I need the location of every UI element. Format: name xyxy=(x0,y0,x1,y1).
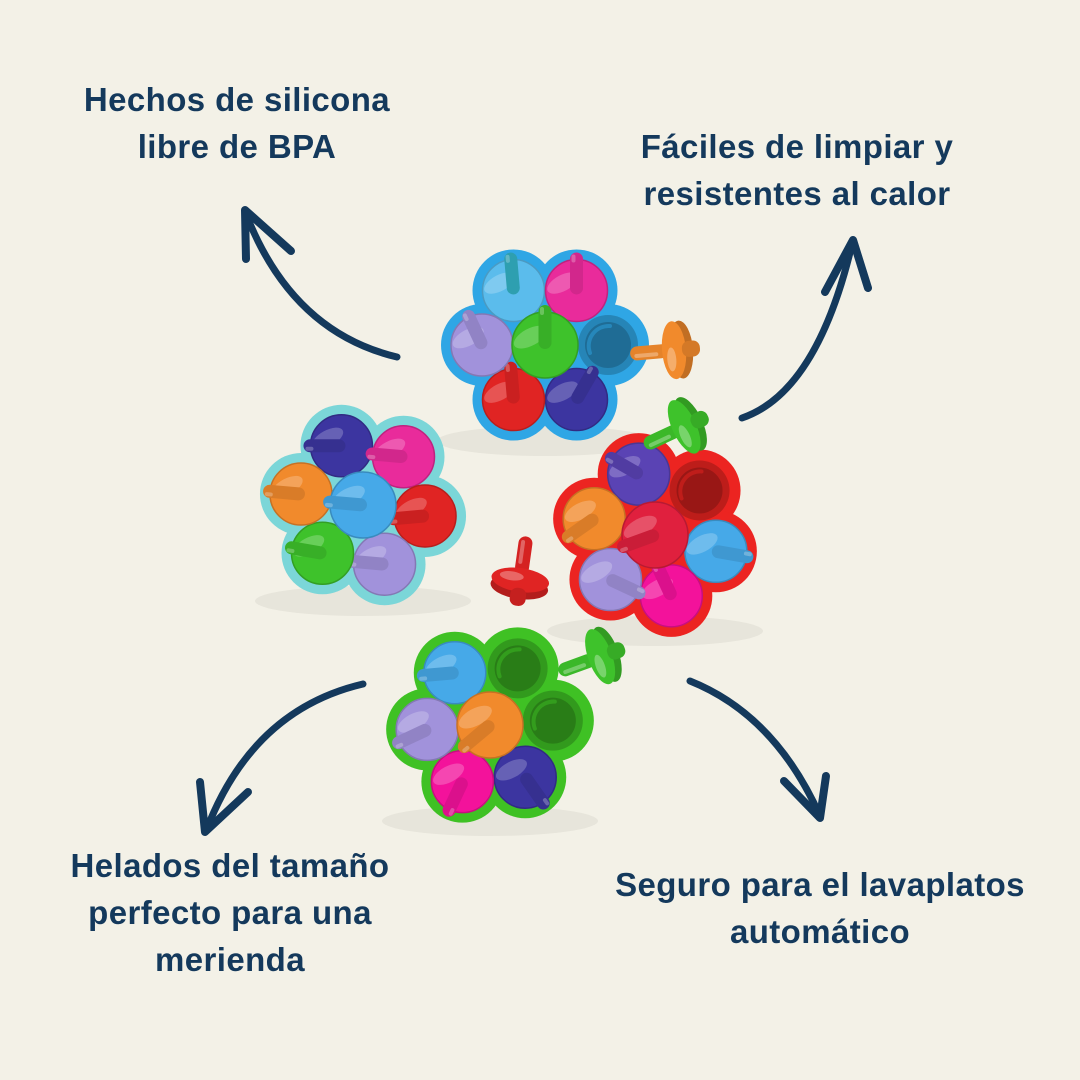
label-line: Helados del tamaño xyxy=(70,847,390,884)
label-line: Fáciles de limpiar y xyxy=(640,128,954,165)
popsicle-mold-blue xyxy=(437,249,653,456)
label-top-right: Fáciles de limpiar y resistentes al calo… xyxy=(577,123,1017,217)
label-line: perfecto para una xyxy=(88,894,372,931)
label-top-left: Hechos de silicona libre de BPA xyxy=(37,76,437,170)
label-line: libre de BPA xyxy=(137,128,337,165)
popsicle-mold-teal xyxy=(255,404,471,616)
loose-popsicle-lid-green-lower xyxy=(558,626,626,685)
label-bottom-left: Helados del tamaño perfecto para una mer… xyxy=(30,842,430,983)
label-line: automático xyxy=(729,913,911,950)
label-line: merienda xyxy=(155,941,305,978)
loose-popsicle-lid-orange xyxy=(630,320,701,380)
label-line: resistentes al calor xyxy=(643,175,951,212)
loose-popsicle-lid-red xyxy=(490,536,550,606)
arrow-to-top-left-label xyxy=(241,206,401,361)
label-bottom-right: Seguro para el lavaplatos automático xyxy=(590,861,1050,955)
label-line: Seguro para el lavaplatos xyxy=(615,866,1025,903)
arrow-to-top-right-label xyxy=(738,236,872,422)
arrow-to-bottom-left-label xyxy=(196,680,367,836)
label-line: Hechos de silicona xyxy=(83,81,391,118)
loose-popsicle-lid-green-upper xyxy=(643,397,709,454)
popsicle-mold-red xyxy=(547,433,763,646)
popsicle-mold-green xyxy=(382,627,598,836)
arrow-to-bottom-right-label xyxy=(686,677,830,822)
